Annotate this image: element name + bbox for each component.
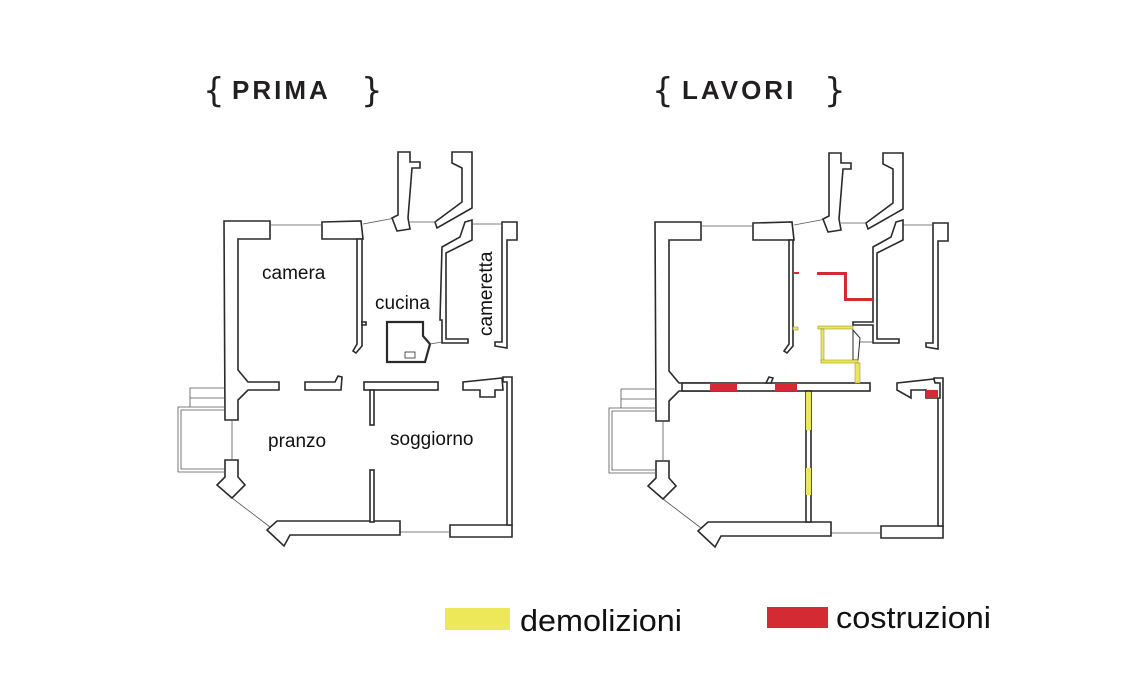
demolition-wall: [806, 392, 811, 430]
svg-text:demolizioni: demolizioni: [520, 603, 682, 638]
room-label-soggiorno: soggiorno: [390, 429, 473, 450]
legend-item-demolizioni: demolizioni: [445, 603, 682, 638]
svg-text:PRIMA: PRIMA: [232, 75, 331, 105]
construction-wall: [775, 383, 797, 391]
legend-swatch-red: [767, 607, 828, 628]
legend-item-costruzioni: costruzioni: [767, 600, 991, 635]
title-prima: { PRIMA }: [203, 71, 383, 111]
svg-text:}: }: [361, 71, 383, 111]
construction-wall: [926, 390, 938, 398]
legend-swatch-yellow: [445, 608, 510, 630]
svg-text:costruzioni: costruzioni: [836, 600, 991, 635]
room-label-pranzo: pranzo: [268, 431, 326, 452]
svg-text:{: {: [203, 71, 225, 111]
room-label-camera: camera: [262, 263, 326, 284]
demolition-walls-bathroom: [792, 325, 861, 384]
svg-text:LAVORI: LAVORI: [682, 75, 796, 105]
legend: demolizioni costruzioni: [445, 600, 991, 638]
plan-before: camera cucina cameretta pranzo soggiorno: [177, 151, 518, 547]
room-label-cameretta: cameretta: [476, 251, 497, 336]
room-label-cucina: cucina: [375, 293, 430, 314]
svg-text:}: }: [824, 71, 846, 111]
svg-text:{: {: [652, 71, 674, 111]
plan-works: [608, 152, 949, 548]
demolition-wall: [806, 468, 811, 495]
construction-walls-kitchen: [793, 272, 873, 301]
construction-wall: [710, 383, 737, 391]
title-lavori: { LAVORI }: [652, 71, 846, 111]
